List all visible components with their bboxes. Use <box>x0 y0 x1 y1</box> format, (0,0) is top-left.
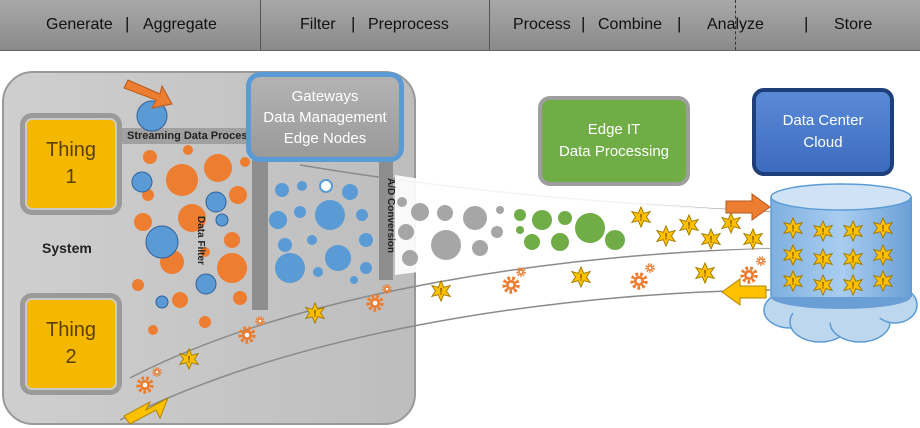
thing-1-box: Thing 1 <box>20 113 122 215</box>
blue-data-circles <box>131 100 373 309</box>
data-center-box: Data Center Cloud <box>752 88 894 176</box>
gray-data-circles <box>397 197 504 266</box>
stage-store: Store <box>834 16 873 33</box>
data-center-title: Data Center <box>782 112 864 130</box>
flow-line-middle <box>129 247 771 379</box>
stage-preprocess: Preprocess <box>368 16 449 33</box>
stage-combine: Combine <box>598 16 663 33</box>
stage-separator: | <box>351 14 356 33</box>
data-filter-post <box>252 160 268 310</box>
gateway-subtitle-2: Edge Nodes <box>283 129 367 147</box>
data-center-subtitle: Cloud <box>803 134 843 151</box>
stage-divider <box>260 0 261 50</box>
thing-2-box: Thing 2 <box>20 293 122 395</box>
thing-2-title: Thing <box>45 319 97 341</box>
gateway-title: Gateways <box>291 87 359 105</box>
data-filter-label: Data Filter <box>195 216 206 265</box>
stage-analyze: Analyze <box>707 16 764 33</box>
gateway-box: Gateways Data Management Edge Nodes <box>246 72 404 162</box>
thing-1-number: 1 <box>65 166 77 188</box>
stage-separator: | <box>581 14 586 33</box>
streaming-bar <box>105 128 255 144</box>
cylinder-icon <box>770 183 912 309</box>
stage-separator: | <box>125 14 130 33</box>
stage-divider <box>735 0 737 50</box>
streaming-processor-label: Streaming Data Processor <box>127 130 265 142</box>
stage-divider <box>489 0 490 50</box>
edge-it-subtitle: Data Processing <box>558 143 670 160</box>
system-label: System <box>42 240 92 256</box>
thing-2-number: 2 <box>65 346 77 368</box>
stage-separator: | <box>677 14 682 33</box>
stage-filter: Filter <box>300 16 336 33</box>
stage-bar: Generate | Aggregate Filter | Preprocess… <box>0 0 920 51</box>
ad-conversion-label: A/D Conversion <box>385 178 396 254</box>
stage-aggregate: Aggregate <box>143 16 217 33</box>
flow-line-bottom <box>119 289 771 421</box>
green-data-circles <box>514 209 625 251</box>
ad-conversion-post <box>379 160 393 280</box>
thing-1-title: Thing <box>45 139 97 161</box>
edge-it-box: Edge IT Data Processing <box>538 96 690 186</box>
raw-data-circles <box>132 145 250 335</box>
gateway-subtitle: Data Management <box>263 108 387 126</box>
arrow-icons <box>123 79 771 425</box>
edge-it-title: Edge IT <box>587 121 641 139</box>
stage-separator: | <box>804 14 809 33</box>
stage-process: Process <box>513 16 571 33</box>
stage-generate: Generate <box>46 16 113 33</box>
